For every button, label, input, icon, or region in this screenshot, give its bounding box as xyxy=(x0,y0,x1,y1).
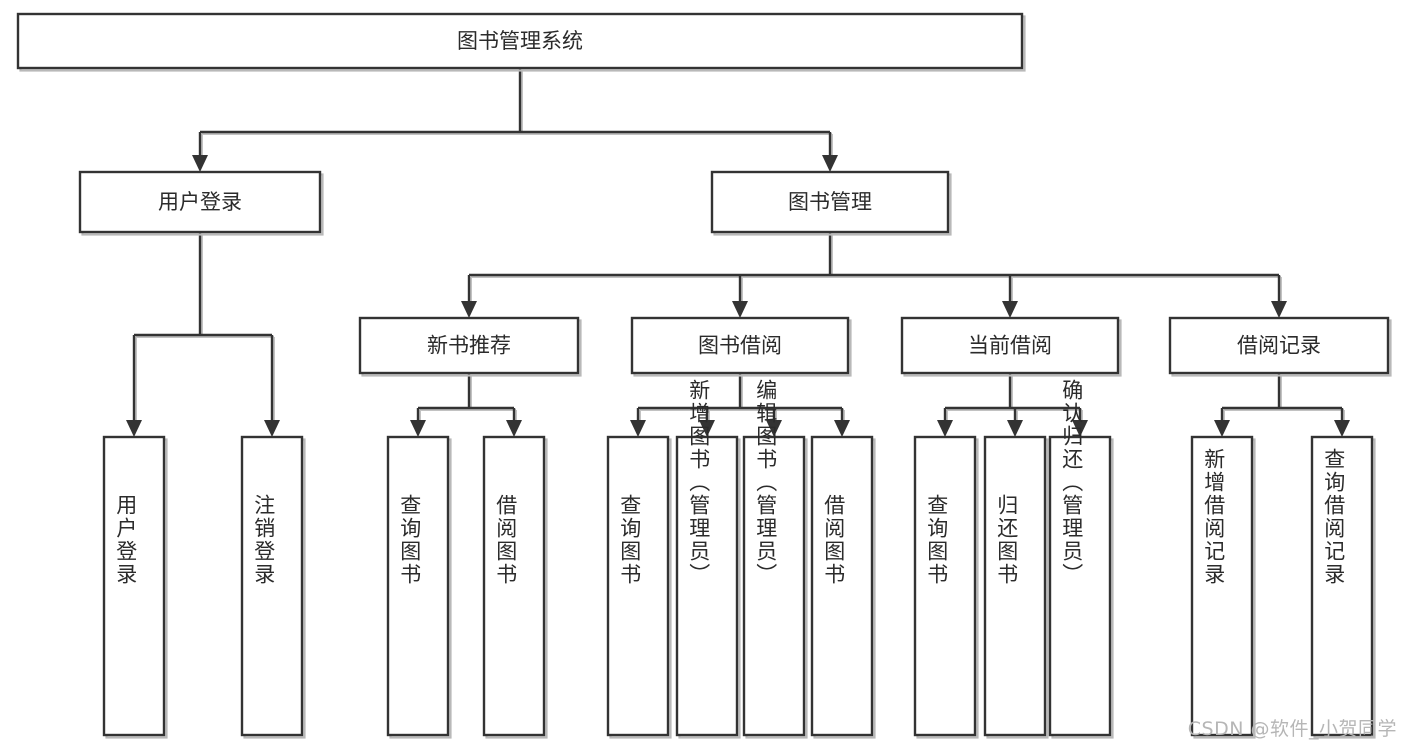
node-label: 图书借阅 xyxy=(698,334,782,358)
arrow-head-icon xyxy=(461,301,477,318)
arrow-head-icon xyxy=(1334,420,1350,437)
node-box[interactable] xyxy=(810,435,874,737)
node-label: 图书管理系统 xyxy=(457,29,583,53)
node-label: 借阅图书 xyxy=(822,494,846,586)
leaf-node[interactable]: 归还图书 xyxy=(983,435,1049,739)
leaf-node[interactable]: 用户登录 xyxy=(102,435,168,739)
node-label: 查询图书 xyxy=(925,494,949,586)
node-box[interactable] xyxy=(1310,435,1374,737)
arrow-head-icon xyxy=(937,420,953,437)
arrow-head-icon xyxy=(1002,301,1018,318)
node-label: 新增图书（管理员） xyxy=(687,379,711,586)
node-box[interactable] xyxy=(482,435,546,737)
node-box[interactable] xyxy=(742,435,806,737)
node-box[interactable] xyxy=(102,435,166,737)
node-box[interactable] xyxy=(358,316,580,375)
node-box[interactable] xyxy=(913,435,977,737)
arrow-head-icon xyxy=(630,420,646,437)
node-box[interactable] xyxy=(900,316,1120,375)
level2-node[interactable]: 图书借阅 xyxy=(630,316,852,377)
arrow-head-icon xyxy=(1072,420,1088,437)
node-box[interactable] xyxy=(675,435,739,737)
node-label: 用户登录 xyxy=(158,190,242,214)
node-label: 注销登录 xyxy=(252,494,276,586)
node-label: 新增借阅记录 xyxy=(1202,448,1226,586)
arrow-head-icon xyxy=(766,420,782,437)
arrow-head-icon xyxy=(192,155,208,172)
node-box[interactable] xyxy=(983,435,1047,737)
node-label: 归还图书 xyxy=(995,494,1019,586)
node-box[interactable] xyxy=(630,316,850,375)
node-box[interactable] xyxy=(1048,435,1112,737)
node-box[interactable] xyxy=(1168,316,1390,375)
node-box[interactable] xyxy=(386,435,450,737)
node-label: 新书推荐 xyxy=(427,334,511,358)
arrow-head-icon xyxy=(506,420,522,437)
leaf-node[interactable]: 查询借阅记录 xyxy=(1310,435,1376,739)
node-box[interactable] xyxy=(1190,435,1254,737)
edges-layer xyxy=(126,68,1350,437)
level2-node[interactable]: 借阅记录 xyxy=(1168,316,1392,377)
level1-node[interactable]: 用户登录 xyxy=(78,170,324,236)
node-box[interactable] xyxy=(16,12,1024,70)
arrow-head-icon xyxy=(1271,301,1287,318)
leaf-node[interactable]: 新增借阅记录 xyxy=(1190,435,1256,739)
leaf-node[interactable]: 注销登录 xyxy=(240,435,306,739)
node-box[interactable] xyxy=(606,435,670,737)
node-label: 借阅记录 xyxy=(1237,334,1321,358)
arrow-head-icon xyxy=(264,420,280,437)
node-label: 查询图书 xyxy=(398,494,422,586)
node-label: 图书管理 xyxy=(788,190,872,214)
leaf-node[interactable]: 借阅图书 xyxy=(810,435,876,739)
arrow-head-icon xyxy=(1007,420,1023,437)
arrow-head-icon xyxy=(126,420,142,437)
node-box[interactable] xyxy=(710,170,950,234)
leaf-node[interactable]: 借阅图书 xyxy=(482,435,548,739)
leaf-node[interactable]: 编辑图书（管理员） xyxy=(742,379,808,739)
node-box[interactable] xyxy=(78,170,322,234)
node-label: 用户登录 xyxy=(114,494,138,586)
level2-node[interactable]: 新书推荐 xyxy=(358,316,582,377)
node-label: 编辑图书（管理员） xyxy=(754,379,778,586)
arrow-head-icon xyxy=(732,301,748,318)
arrow-head-icon xyxy=(834,420,850,437)
level1-node[interactable]: 图书管理 xyxy=(710,170,952,236)
leaf-node[interactable]: 查询图书 xyxy=(606,435,672,739)
node-box[interactable] xyxy=(240,435,304,737)
node-label: 当前借阅 xyxy=(968,334,1052,358)
leaf-node[interactable]: 查询图书 xyxy=(386,435,452,739)
leaf-node[interactable]: 确认归还（管理员） xyxy=(1048,379,1114,739)
csdn-watermark: CSDN @软件_小贺同学 xyxy=(1187,718,1397,740)
level2-node[interactable]: 当前借阅 xyxy=(900,316,1122,377)
node-label: 查询借阅记录 xyxy=(1322,448,1346,586)
leaf-node[interactable]: 查询图书 xyxy=(913,435,979,739)
node-label: 查询图书 xyxy=(618,494,642,586)
arrow-head-icon xyxy=(1214,420,1230,437)
root-node[interactable]: 图书管理系统 xyxy=(16,12,1026,72)
node-label: 确认归还（管理员） xyxy=(1060,379,1084,586)
arrow-head-icon xyxy=(410,420,426,437)
arrow-head-icon xyxy=(822,155,838,172)
nodes-layer: 图书管理系统用户登录图书管理新书推荐图书借阅当前借阅借阅记录用户登录注销登录查询… xyxy=(16,12,1392,739)
leaf-node[interactable]: 新增图书（管理员） xyxy=(675,379,741,739)
node-label: 借阅图书 xyxy=(494,494,518,586)
arrow-head-icon xyxy=(699,420,715,437)
